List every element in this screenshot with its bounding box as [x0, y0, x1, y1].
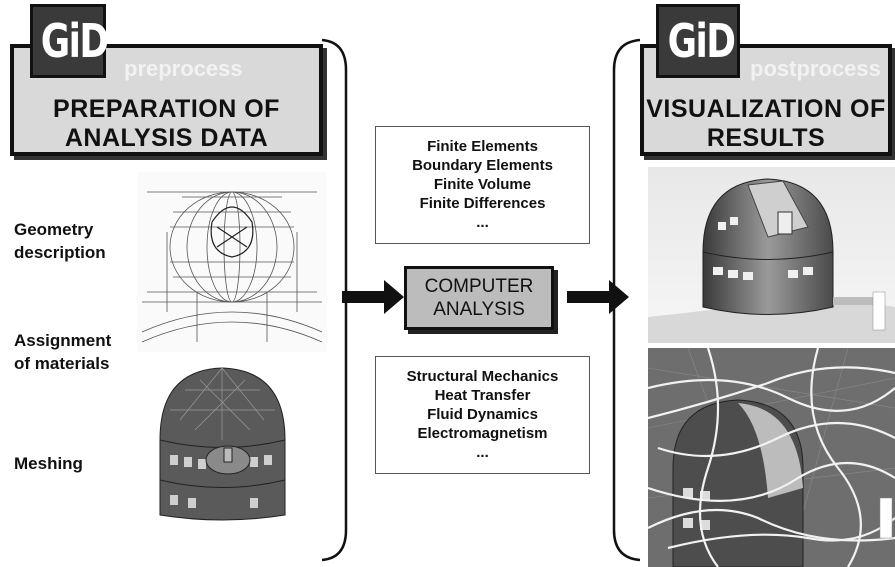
step-meshing: Meshing	[14, 454, 83, 473]
method-item: Finite Differences	[419, 195, 546, 212]
numerical-methods-box: Finite Elements Boundary Elements Finite…	[375, 126, 590, 244]
preprocess-title: PREPARATION OF ANALYSIS DATA	[14, 95, 319, 153]
postprocess-title: VISUALIZATION OF RESULTS	[644, 95, 888, 153]
postprocess-title-line1: VISUALIZATION OF	[646, 95, 886, 123]
method-item: Boundary Elements	[412, 157, 553, 174]
method-item: Finite Volume	[433, 176, 532, 193]
computer-analysis-box: COMPUTER ANALYSIS	[404, 266, 554, 330]
step-geometry-line1: Geometry	[14, 220, 94, 239]
method-item: ...	[476, 214, 489, 231]
step-materials-line1: Assignment	[14, 331, 112, 350]
arrow-to-results	[567, 280, 629, 314]
application-item: Heat Transfer	[434, 387, 531, 404]
result-streamlines-image	[648, 348, 895, 567]
postprocess-title-line2: RESULTS	[706, 124, 826, 152]
preprocess-gid-logo: GiD	[30, 4, 109, 78]
arrow-to-computer	[342, 280, 404, 314]
application-item: Fluid Dynamics	[427, 406, 538, 423]
gid-logo-text: GiD	[40, 14, 109, 68]
method-item: Finite Elements	[427, 138, 538, 155]
postprocess-gid-logo: GiD	[656, 4, 740, 78]
step-materials-line2: of materials	[14, 354, 110, 373]
gid-logo-text: GiD	[667, 14, 736, 68]
application-item: Structural Mechanics	[406, 368, 559, 385]
preprocess-stage-label: preprocess	[124, 56, 243, 81]
applications-box: Structural Mechanics Heat Transfer Fluid…	[375, 356, 590, 474]
geometry-wireframe-image	[137, 172, 327, 352]
step-geometry-description: Geometry description	[14, 218, 106, 264]
step-assignment-materials: Assignment of materials	[14, 329, 111, 375]
mesh-dome-image	[140, 360, 305, 525]
postprocess-stage-label: postprocess	[750, 56, 881, 81]
computer-line2: ANALYSIS	[433, 299, 525, 320]
step-geometry-line2: description	[14, 243, 106, 262]
computer-line1: COMPUTER	[424, 276, 534, 297]
application-item: Electromagnetism	[417, 425, 548, 442]
preprocess-title-line1: PREPARATION OF	[53, 95, 280, 123]
result-contour-image	[648, 167, 895, 343]
application-item: ...	[476, 444, 489, 461]
preprocess-title-line2: ANALYSIS DATA	[64, 124, 269, 152]
